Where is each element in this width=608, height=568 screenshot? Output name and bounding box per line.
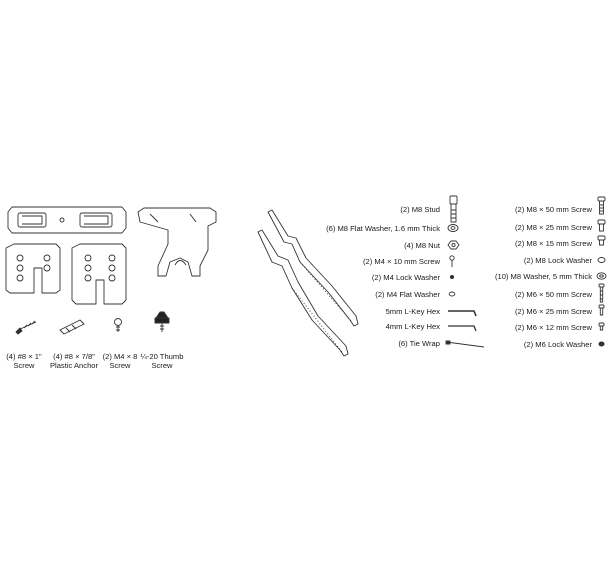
- m8-thick-washer-icon: [596, 272, 607, 280]
- wood-screw-icon: [15, 320, 37, 335]
- m4-screw-icon: [114, 318, 122, 332]
- label-line: Screw: [151, 361, 173, 370]
- m8-15mm-screw-icon: [597, 235, 606, 246]
- label-m4-10mm-screw: (2) M4 × 10 mm Screw: [362, 257, 440, 266]
- m4-flat-washer-icon: [448, 291, 456, 297]
- label-m4-screw: (2) M4 × 8 Screw: [100, 352, 140, 370]
- label-m8-nut: (4) M8 Nut: [404, 241, 440, 250]
- m8-lock-washer-icon: [597, 257, 606, 263]
- label-m4-flat-washer: (2) M4 Flat Washer: [375, 290, 440, 299]
- m8-stud-icon: [449, 195, 458, 223]
- label-m8-thick-washer: (10) M8 Washer, 5 mm Thick: [494, 272, 592, 281]
- m4-10mm-screw-icon: [449, 255, 455, 267]
- m6-lock-washer-icon: [598, 341, 605, 347]
- label-m6-25mm-screw: (2) M6 × 25 mm Screw: [514, 307, 592, 316]
- label-line: ¼-20 Thumb: [140, 352, 184, 361]
- m8-50mm-screw-icon: [597, 196, 606, 215]
- adapter-plate-right-icon: [71, 243, 127, 305]
- m4-lock-washer-icon: [449, 274, 455, 280]
- label-line: (2) M4 × 8: [102, 352, 138, 361]
- label-line: (4) #8 × 7/8": [53, 352, 95, 361]
- label-m6-12mm-screw: (2) M6 × 12 mm Screw: [514, 323, 592, 332]
- plastic-anchor-icon: [59, 319, 85, 335]
- m8-flat-washer-icon: [447, 224, 459, 232]
- label-thumb-screw: ¼-20 Thumb Screw: [138, 352, 186, 370]
- label-4mm-hex-key: 4mm L-Key Hex: [385, 322, 440, 331]
- m8-nut-icon: [447, 240, 460, 250]
- label-wood-screw: (4) #8 × 1" Screw: [2, 352, 46, 370]
- label-tie-wrap: (6) Tie Wrap: [398, 339, 440, 348]
- label-line: Plastic Anchor: [49, 361, 99, 370]
- label-m8-stud: (2) M8 Stud: [400, 205, 440, 214]
- thumb-screw-icon: [154, 311, 170, 332]
- m8-25mm-screw-icon: [597, 219, 606, 232]
- label-line: Screw: [109, 361, 131, 370]
- m6-12mm-screw-icon: [598, 322, 605, 331]
- label-plastic-anchor: (4) #8 × 7/8" Plastic Anchor: [46, 352, 102, 370]
- label-line: Screw: [13, 361, 35, 370]
- support-arm-back-icon: [267, 209, 359, 327]
- label-5mm-hex-key: 5mm L-Key Hex: [385, 307, 440, 316]
- support-arm-front-icon: [257, 229, 349, 357]
- m6-25mm-screw-icon: [598, 304, 605, 316]
- label-m8-50mm-screw: (2) M8 × 50 mm Screw: [514, 205, 592, 214]
- label-m8-15mm-screw: (2) M8 × 15 mm Screw: [514, 239, 592, 248]
- m6-50mm-screw-icon: [598, 283, 605, 303]
- tie-wrap-icon: [445, 340, 485, 348]
- 4mm-hex-key-icon: [448, 325, 477, 332]
- label-m6-lock-washer: (2) M6 Lock Washer: [523, 340, 592, 349]
- wall-plate-icon: [7, 206, 127, 234]
- 5mm-hex-key-icon: [448, 310, 477, 317]
- angle-bracket-icon: [137, 207, 217, 277]
- label-m6-50mm-screw: (2) M6 × 50 mm Screw: [514, 290, 592, 299]
- adapter-plate-left-icon: [5, 243, 61, 294]
- label-m8-flat-washer: (6) M8 Flat Washer, 1.6 mm Thick: [326, 224, 440, 233]
- label-line: (4) #8 × 1": [6, 352, 42, 361]
- label-m8-25mm-screw: (2) M8 × 25 mm Screw: [514, 223, 592, 232]
- label-m4-lock-washer: (2) M4 Lock Washer: [371, 273, 440, 282]
- label-m8-lock-washer: (2) M8 Lock Washer: [523, 256, 592, 265]
